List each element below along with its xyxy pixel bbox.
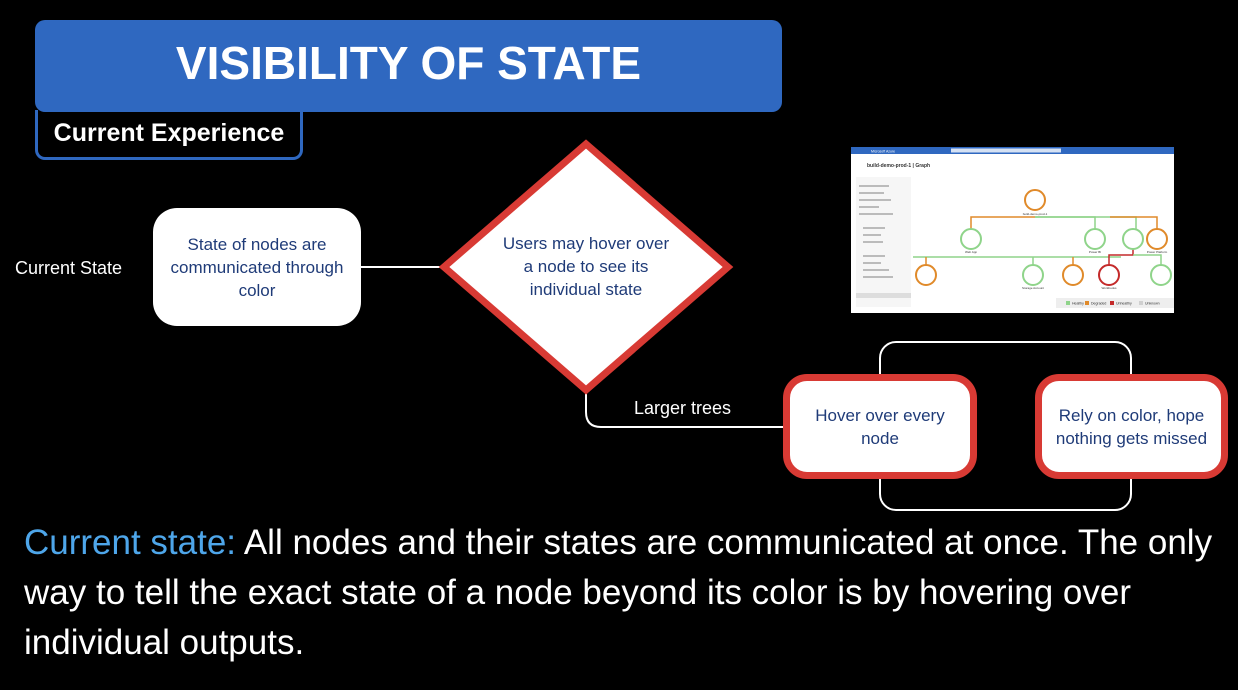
legend-degraded: Degraded: [1091, 302, 1106, 306]
start-node: State of nodes are communicated through …: [153, 208, 361, 326]
screenshot-node: Storage Account: [1022, 286, 1044, 290]
connector-decision-option: [585, 392, 785, 428]
screenshot-app-name: Microsoft Azure: [871, 150, 895, 154]
screenshot-node: Web App: [965, 250, 977, 254]
decision-text: Users may hover over a node to see its i…: [502, 234, 670, 299]
option-rely-on-color: Rely on color, hope nothing gets missed: [1035, 374, 1228, 479]
screenshot-node: Power BI: [1089, 250, 1101, 254]
legend-unknown: Unknown: [1145, 302, 1160, 306]
summary-highlight: Current state:: [24, 523, 237, 562]
screenshot-node: Power Platform: [1147, 250, 1168, 254]
legend-unhealthy: Unhealthy: [1116, 302, 1132, 306]
decision-diamond: [438, 139, 734, 395]
summary-body: All nodes and their states are communica…: [24, 523, 1213, 662]
legend-healthy: Healthy: [1072, 302, 1084, 306]
row-label: Current State: [15, 258, 123, 278]
azure-graph-screenshot: Microsoft Azure build-demo-prod-1 | Grap…: [851, 147, 1174, 313]
slide-title: VISIBILITY OF STATE: [35, 20, 782, 112]
summary-text: Current state: All nodes and their state…: [24, 518, 1214, 668]
section-label: Current Experience: [35, 110, 303, 160]
screenshot-page-title: build-demo-prod-1 | Graph: [867, 163, 930, 169]
option-hover-every-node: Hover over every node: [783, 374, 977, 479]
screenshot-node: Workbooks: [1102, 286, 1117, 290]
screenshot-root-node: build-demo-prod-1: [1023, 212, 1048, 216]
edge-label: Larger trees: [634, 398, 732, 418]
